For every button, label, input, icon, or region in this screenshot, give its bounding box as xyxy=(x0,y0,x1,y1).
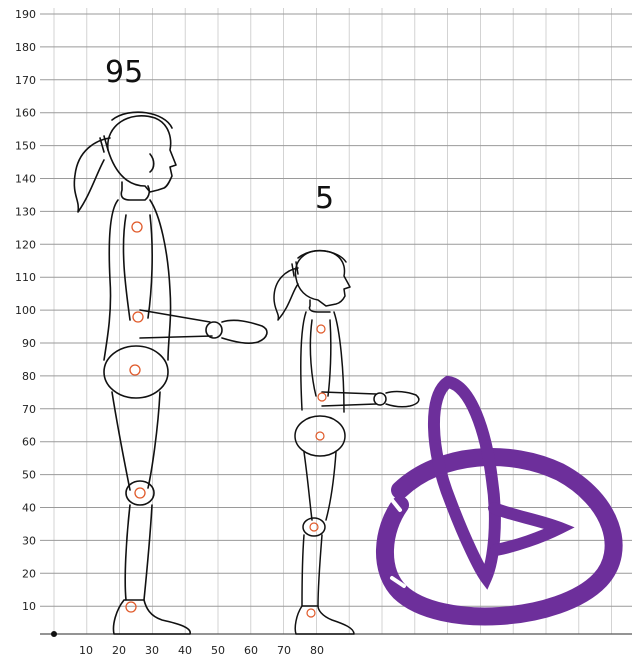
joint-marker xyxy=(317,325,325,333)
figure-large-hand xyxy=(222,320,267,343)
figure-small-wrist xyxy=(374,393,386,405)
y-tick-label: 120 xyxy=(15,238,36,251)
x-tick-label: 50 xyxy=(211,644,225,657)
y-tick-label: 50 xyxy=(22,469,36,482)
figure-large-head xyxy=(74,112,176,212)
joint-marker xyxy=(130,365,140,375)
y-tick-label: 20 xyxy=(22,567,36,580)
figure-small-thigh xyxy=(304,452,336,520)
figure-large-forearm xyxy=(140,310,212,338)
y-tick-label: 80 xyxy=(22,370,36,383)
x-tick-label: 70 xyxy=(277,644,291,657)
figure-small-shin xyxy=(302,535,322,606)
x-tick-label: 10 xyxy=(79,644,93,657)
x-tick-label: 20 xyxy=(112,644,126,657)
figure-large-foot xyxy=(113,600,190,634)
figure-small-percentile-label: 5 xyxy=(315,181,334,216)
figure-large-upper-arm xyxy=(123,215,152,320)
y-tick-label: 170 xyxy=(15,74,36,87)
figure-small-hip xyxy=(295,416,345,456)
figure-small-foot xyxy=(295,606,354,634)
figure-large-hip xyxy=(104,346,168,398)
figure-small-torso xyxy=(301,312,344,412)
figure-small-upper-arm xyxy=(310,320,330,396)
joint-marker xyxy=(133,312,143,322)
y-tick-label: 90 xyxy=(22,337,36,350)
y-tick-label: 70 xyxy=(22,403,36,416)
joint-marker xyxy=(132,222,142,232)
x-tick-label: 80 xyxy=(310,644,324,657)
y-tick-label: 180 xyxy=(15,41,36,54)
x-tick-label: 40 xyxy=(178,644,192,657)
y-tick-label: 190 xyxy=(15,8,36,21)
x-axis-ticks: 10 20 30 40 50 60 70 80 xyxy=(79,644,324,657)
origin-dot xyxy=(51,631,57,637)
figure-small-head xyxy=(274,250,350,320)
joint-marker xyxy=(307,609,315,617)
y-tick-label: 30 xyxy=(22,534,36,547)
joint-marker xyxy=(318,393,326,401)
figure-large-knee xyxy=(126,481,154,505)
joint-marker xyxy=(316,432,324,440)
y-tick-label: 140 xyxy=(15,173,36,186)
y-tick-label: 100 xyxy=(15,304,36,317)
figure-large xyxy=(74,112,267,634)
figure-small-knee xyxy=(303,518,325,536)
y-tick-label: 150 xyxy=(15,140,36,153)
y-axis-ticks: 190 180 170 160 150 140 130 120 110 100 90 80 70 60 50… xyxy=(15,8,36,613)
y-tick-label: 110 xyxy=(15,271,36,284)
figure-large-percentile-label: 95 xyxy=(105,55,143,90)
y-tick-label: 60 xyxy=(22,436,36,449)
figure-small-hand xyxy=(386,392,419,407)
y-tick-label: 10 xyxy=(22,600,36,613)
y-tick-label: 160 xyxy=(15,107,36,120)
x-tick-label: 60 xyxy=(244,644,258,657)
figure-large-wrist xyxy=(206,322,222,338)
y-tick-label: 40 xyxy=(22,502,36,515)
purple-brand-logo-icon xyxy=(385,382,614,616)
figure-large-shin xyxy=(125,505,152,600)
y-tick-label: 130 xyxy=(15,205,36,218)
joint-marker xyxy=(135,488,145,498)
joint-marker xyxy=(126,602,136,612)
x-tick-label: 30 xyxy=(145,644,159,657)
figure-large-torso xyxy=(104,200,171,360)
figure-large-joints xyxy=(126,222,145,612)
